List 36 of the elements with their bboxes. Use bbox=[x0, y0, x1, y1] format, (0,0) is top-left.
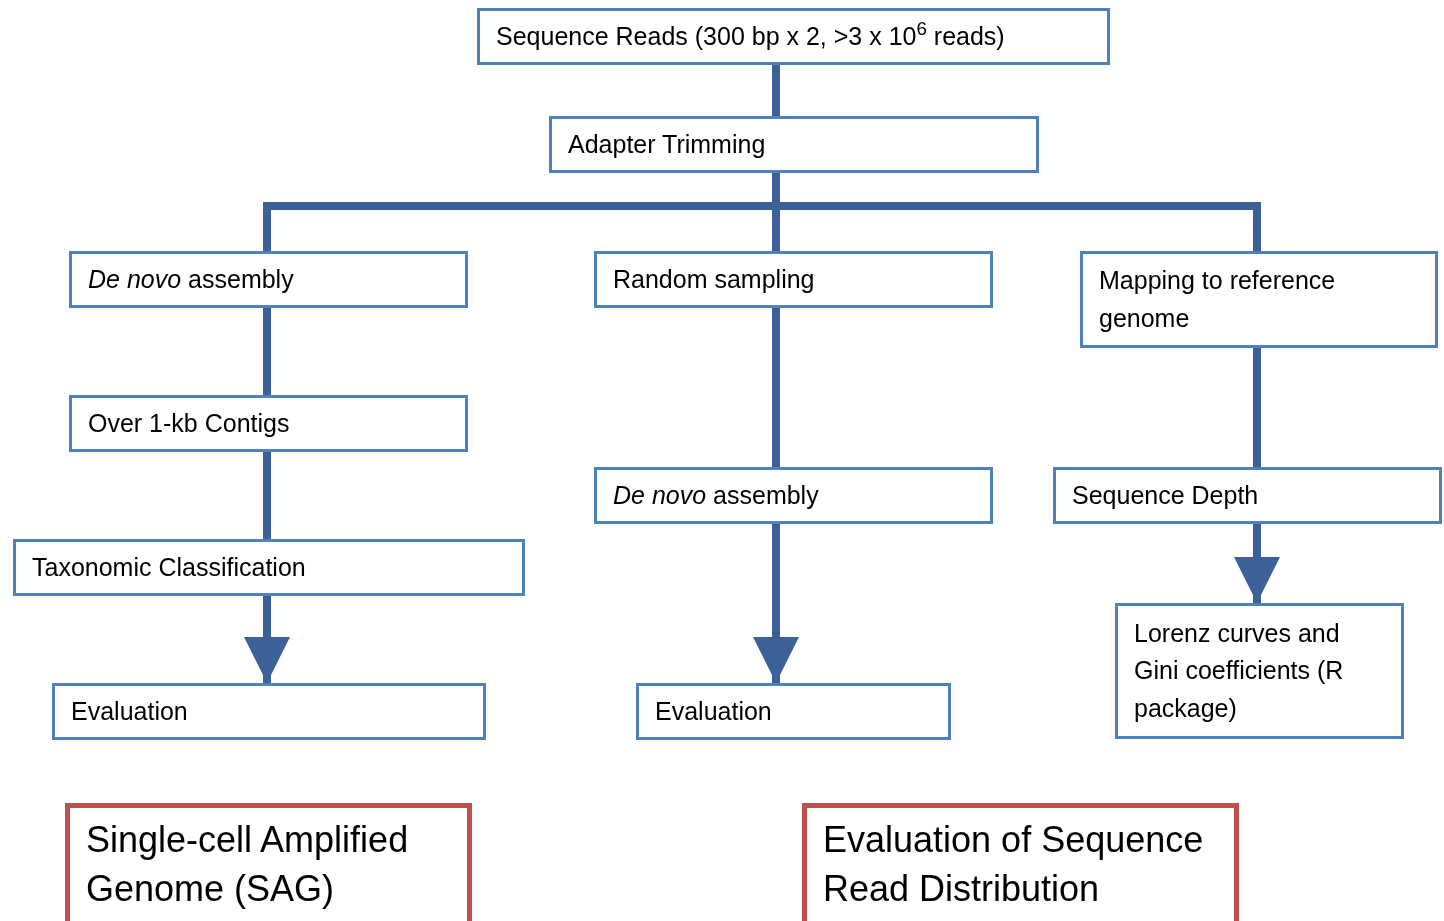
connector-line bbox=[263, 452, 271, 539]
connector-line bbox=[772, 65, 780, 116]
step-label: Adapter Trimming bbox=[568, 128, 767, 160]
process-box bbox=[594, 251, 993, 308]
category-label: Evaluation of Sequence Read Distribution bbox=[823, 819, 1204, 909]
step-label: Lorenz curves and Gini coefficients (R package) bbox=[1134, 617, 1345, 724]
process-box bbox=[69, 395, 468, 452]
step-label: Mapping to reference genome bbox=[1099, 265, 1337, 334]
category-box bbox=[802, 803, 1239, 921]
arrow bbox=[244, 596, 290, 683]
process-box bbox=[549, 116, 1039, 173]
process-box bbox=[1115, 603, 1404, 739]
process-box bbox=[636, 683, 951, 740]
arrow bbox=[1234, 524, 1280, 603]
process-box bbox=[594, 467, 993, 524]
process-box bbox=[52, 683, 486, 740]
connector-line bbox=[1253, 348, 1261, 467]
step-label: Taxonomic Classification bbox=[32, 551, 307, 583]
process-box bbox=[13, 539, 525, 596]
step-label: Sequence Depth bbox=[1072, 479, 1260, 511]
step-label: De novo assembly bbox=[613, 479, 820, 511]
step-label: Over 1-kb Contigs bbox=[88, 407, 291, 439]
step-label: Random sampling bbox=[613, 263, 816, 295]
step-label: De novo assembly bbox=[88, 263, 295, 295]
category-box bbox=[65, 803, 472, 921]
step-label: Sequence Reads (300 bp x 2, >3 x 10$^{6}$ reads) bbox=[496, 17, 1006, 52]
connector-line bbox=[263, 308, 271, 395]
process-box bbox=[477, 8, 1110, 65]
step-label: Evaluation bbox=[655, 695, 773, 727]
category-label: Single-cell Amplified Genome (SAG) bbox=[86, 819, 409, 909]
process-box bbox=[1053, 467, 1442, 524]
process-box bbox=[1080, 251, 1438, 348]
arrow bbox=[753, 524, 799, 683]
process-box bbox=[69, 251, 468, 308]
step-label: Evaluation bbox=[71, 695, 189, 727]
connector-line bbox=[772, 308, 780, 467]
